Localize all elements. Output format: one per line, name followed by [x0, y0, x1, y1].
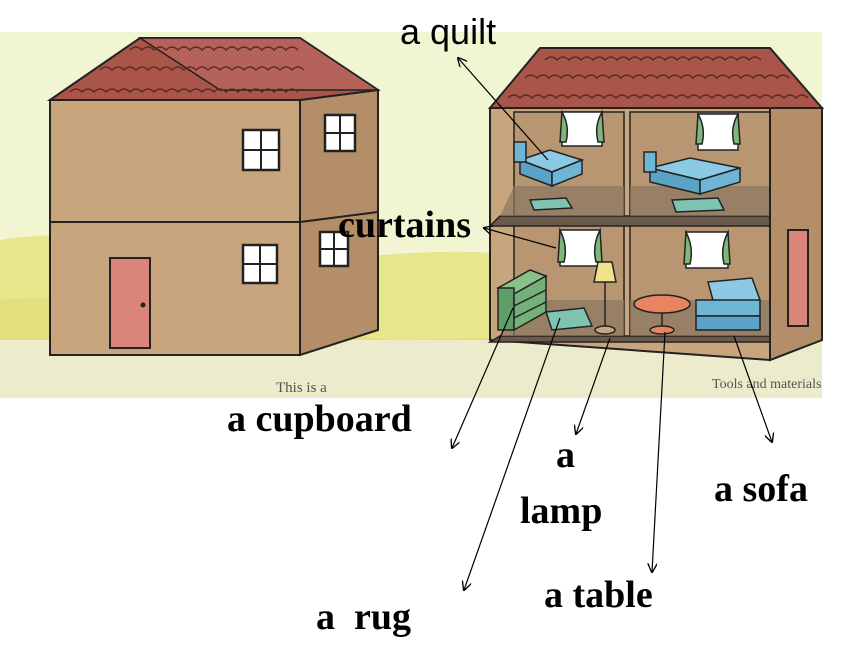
lamp-arrow	[576, 337, 611, 434]
label-cupboard: a cupboard	[227, 398, 412, 440]
label-rug: a rug	[316, 596, 411, 638]
cupboard-arrow	[452, 307, 514, 448]
lamp-drawing	[593, 261, 617, 335]
label-curtains: curtains	[338, 204, 471, 246]
margin-fragment: Tools and materials	[712, 377, 821, 392]
leader-lines	[452, 58, 772, 590]
label-table: a table	[544, 574, 653, 616]
label-lamp-noun: lamp	[520, 490, 603, 532]
label-sofa: a sofa	[714, 468, 808, 510]
label-quilt: a quilt	[400, 11, 497, 52]
rug-arrow	[464, 317, 561, 590]
label-lamp-article: a	[556, 434, 575, 476]
rug-drawing	[544, 307, 594, 331]
sofa-drawing	[695, 277, 762, 331]
left-house	[46, 37, 381, 357]
caption-fragment: This is a	[276, 380, 327, 396]
table-drawing	[633, 294, 691, 335]
curtains-arrow	[484, 228, 557, 249]
quilt-arrow	[458, 58, 549, 161]
cupboard-drawing	[496, 269, 548, 332]
table-arrow	[652, 331, 666, 572]
right-house	[487, 47, 825, 362]
sofa-arrow	[733, 335, 772, 442]
